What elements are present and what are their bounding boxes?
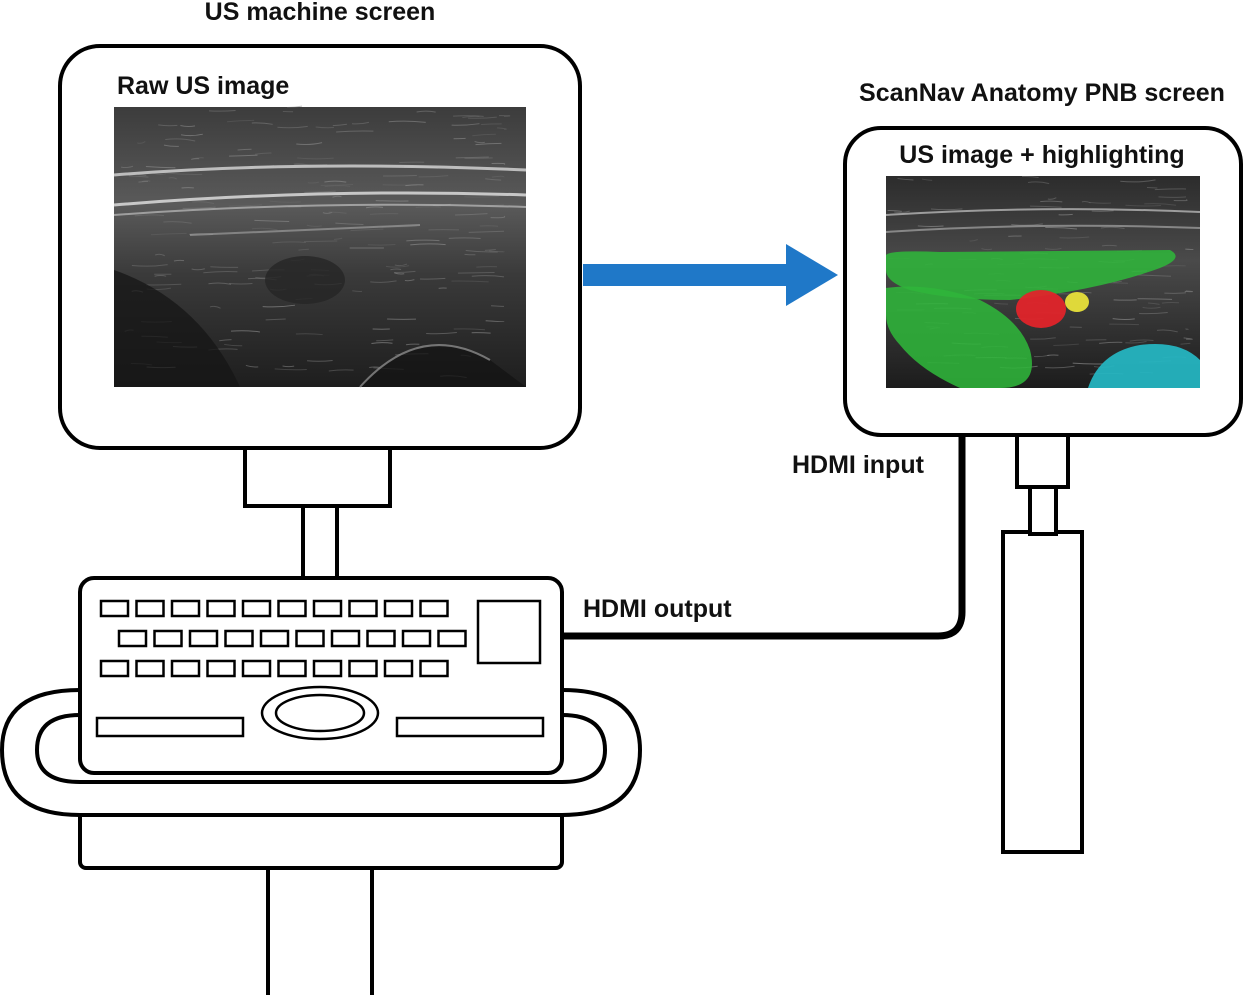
keyboard-key [241,599,272,618]
console-bar-right [395,716,545,738]
scannav-screen-label: ScanNav Anatomy PNB screen [859,79,1225,107]
raw-us-image-label: Raw US image [117,72,289,100]
keyboard-key [241,659,272,678]
keyboard-key [188,629,219,648]
keyboard-key [330,629,361,648]
hdmi-input-label: HDMI input [792,451,925,479]
us-machine: Raw US image US machine screen [0,0,643,995]
data-flow-arrow [583,244,838,306]
scannav-device: US image + highlighting ScanNav Anatomy … [843,79,1243,854]
arrow-head [786,244,838,306]
keyboard-key [383,599,414,618]
us-machine-screen-label: US machine screen [205,0,436,26]
scannav-neck [1028,484,1058,536]
highlighted-us-image [885,175,1201,388]
machine-base [78,808,564,870]
keyboard-key [383,659,414,678]
keyboard-key [259,629,290,648]
keyboard-key [419,659,449,678]
monitor-mount [243,446,392,508]
keyboard-key [99,599,130,618]
trackball [274,693,366,733]
us-image-highlighting-label: US image + highlighting [899,141,1184,169]
hdmi-cable [562,435,966,640]
keyboard-key [99,659,130,678]
keyboard-key [170,659,201,678]
scannav-mount [1015,433,1070,489]
highlight-red-artery [1016,290,1066,328]
keyboard-key [312,659,343,678]
keyboard-key [117,629,148,648]
keyboard-key [348,659,378,678]
keyboard-key [153,629,183,648]
raw-us-image [113,105,527,388]
keyboard-key [401,629,432,648]
keyboard-key [437,629,467,648]
keyboard-key [277,599,307,618]
trackpad-key [476,599,542,665]
highlight-yellow-nerve [1065,292,1089,312]
keyboard-key [206,659,236,678]
keyboard-key [419,599,449,618]
hdmi-output-label: HDMI output [583,595,732,623]
monitor-post [301,503,339,587]
keyboard-key [135,599,165,618]
keyboard-key [135,659,165,678]
keyboard-key [348,599,378,618]
keyboard-key [366,629,396,648]
keyboard-key [206,599,236,618]
highlight-green-muscle-top [886,250,1176,300]
keyboard-key [224,629,254,648]
highlight-cyan-bone [1088,344,1200,388]
keyboard-key [312,599,343,618]
keyboard-keys [99,599,467,678]
keyboard-key [277,659,307,678]
console-bar-left [95,716,245,738]
scannav-pole [1001,530,1084,854]
keyboard-key [170,599,201,618]
highlight-green-muscle-left [886,286,1032,388]
arrow-shaft [583,264,789,286]
keyboard-key [295,629,325,648]
